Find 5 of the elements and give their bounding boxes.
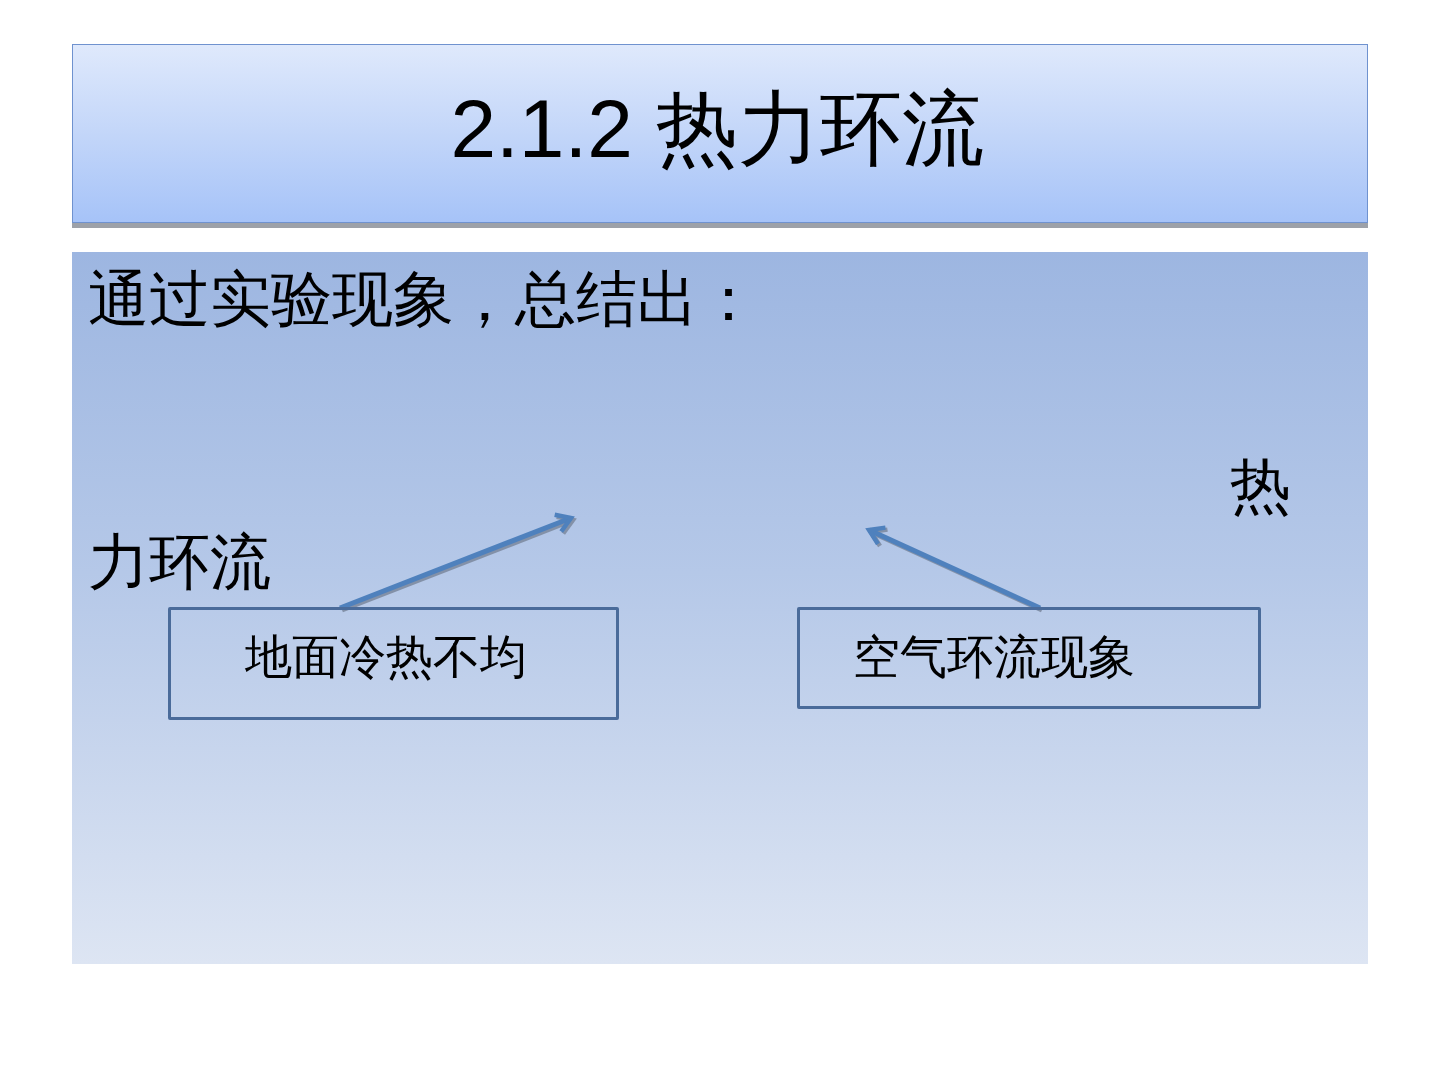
- text-box: 空气环流现象: [797, 607, 1261, 709]
- body-text: 通过实验现象，总结出：: [88, 265, 760, 335]
- body-text: 热力环流: [88, 449, 1328, 601]
- text-box: 地面冷热不均: [168, 607, 619, 720]
- slide-title: 2.1.2 热力环流: [450, 81, 984, 176]
